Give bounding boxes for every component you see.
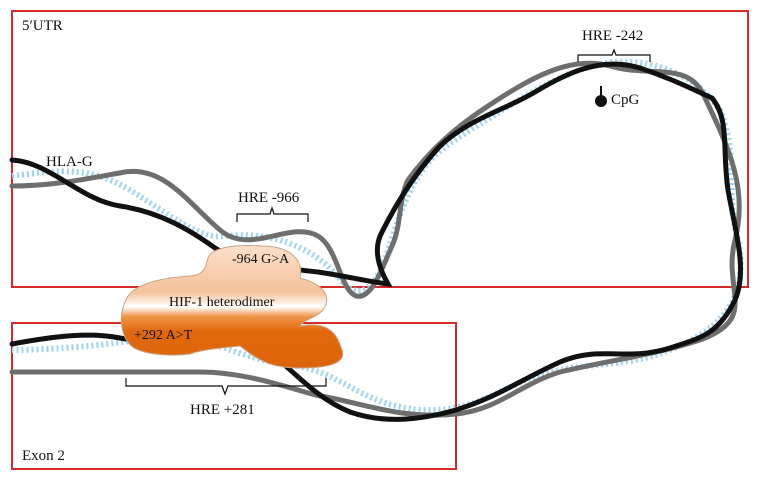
hif1-label: HIF-1 heterodimer xyxy=(169,295,275,310)
hre-281-bracket xyxy=(125,378,327,396)
cpg-label: CpG xyxy=(611,92,640,108)
exon2-region-label: Exon 2 xyxy=(22,448,65,464)
snp-292-label: +292 A>T xyxy=(134,328,193,343)
hre-966-label: HRE -966 xyxy=(238,190,300,206)
utr-region-label: 5′UTR xyxy=(22,18,63,34)
hre-966-bracket xyxy=(236,206,309,222)
hre-242-label: HRE -242 xyxy=(582,28,643,44)
cpg-marker xyxy=(595,95,607,107)
utr-region-box xyxy=(11,10,749,288)
grey-strand xyxy=(9,60,742,418)
gene-label: HLA-G xyxy=(46,154,93,170)
hif1-protein-blob xyxy=(120,245,344,369)
hre-281-label: HRE +281 xyxy=(190,402,255,418)
snp-964-label: -964 G>A xyxy=(232,252,290,267)
hre-242-bracket xyxy=(577,48,651,62)
black-strand xyxy=(9,61,743,422)
